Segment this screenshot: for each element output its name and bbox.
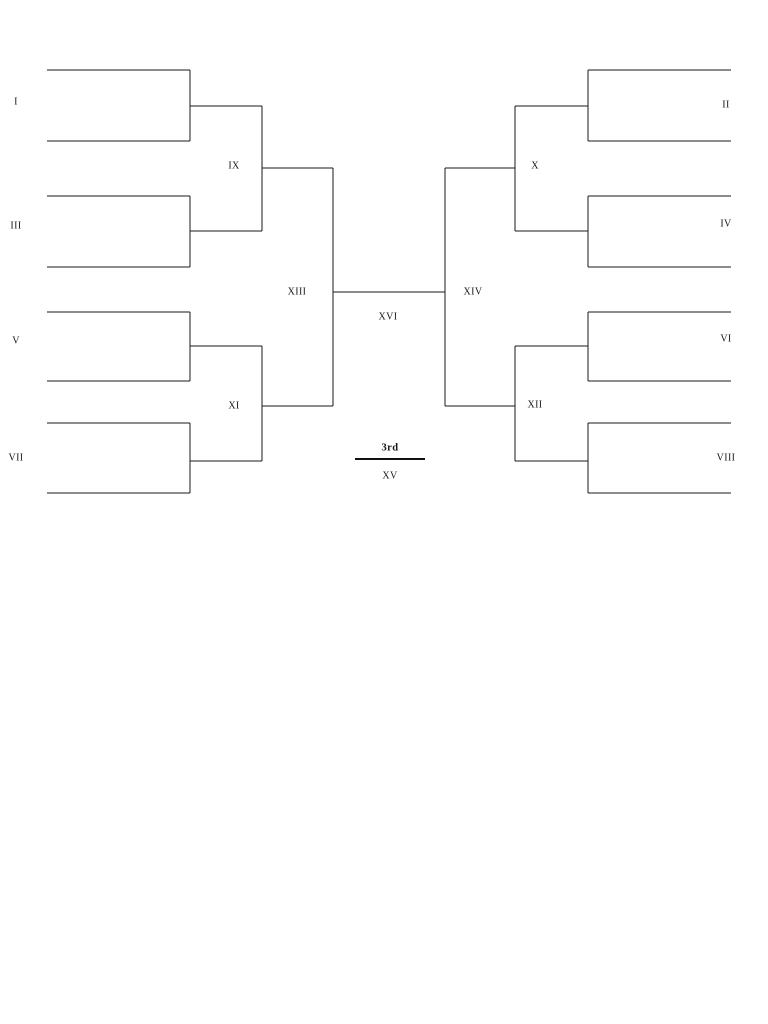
connector-conn-14b [445,346,516,461]
connector-conn-9b [189,196,262,267]
third-place-match: 3rd XV [355,442,425,481]
connector-conn-13b [261,346,333,461]
connectors-left-semifinal [332,168,388,406]
connector-conn-12b [515,423,589,493]
seed-label-seed-1: I [14,96,18,107]
connector-conn-10a [515,70,589,141]
match-label-final: XVI [379,311,398,322]
connectors-right-round-two [445,106,516,461]
connector-conn-16r [388,168,446,406]
connector-conn-10b [515,196,589,267]
seed-label-seed-3: III [10,220,21,231]
seed-label-seed-6: VI [720,333,731,344]
connector-conn-16l [332,168,388,406]
match-label-match-13: XIII [288,286,307,297]
match-label-match-9: IX [228,160,240,171]
seed-label-seed-8: VIII [717,452,736,463]
connector-conn-13a [261,106,333,231]
match-label-match-16: XVI [379,311,398,322]
match-labels-semifinals: XIII XIV [288,286,483,297]
first-round-slots-left [47,69,190,494]
connector-conn-12a [515,312,589,381]
connector-conn-11a [189,312,262,381]
connectors-right-round-one [515,70,589,493]
third-place-title: 3rd [382,442,399,453]
connectors-right-semifinal [388,168,446,406]
match-labels-round-two: IX XI X XII [228,160,542,411]
match-label-match-11: XI [228,400,239,411]
match-label-match-10: X [531,160,539,171]
seed-label-seed-4: IV [720,218,732,229]
connectors-left-round-one [189,70,262,493]
first-round-slots-right [588,69,731,494]
third-place-match-label: XV [382,470,398,481]
connector-conn-9a [189,70,262,141]
seed-labels-right: II IV VI VIII [717,99,736,463]
match-label-match-12: XII [527,399,542,410]
seed-label-seed-2: II [722,99,729,110]
seed-label-seed-7: VII [8,452,23,463]
connectors-left-round-two [261,106,333,461]
connector-conn-11b [189,423,262,493]
match-label-match-14: XIV [464,286,483,297]
connector-conn-14a [445,106,516,231]
seed-label-seed-5: V [12,335,20,346]
